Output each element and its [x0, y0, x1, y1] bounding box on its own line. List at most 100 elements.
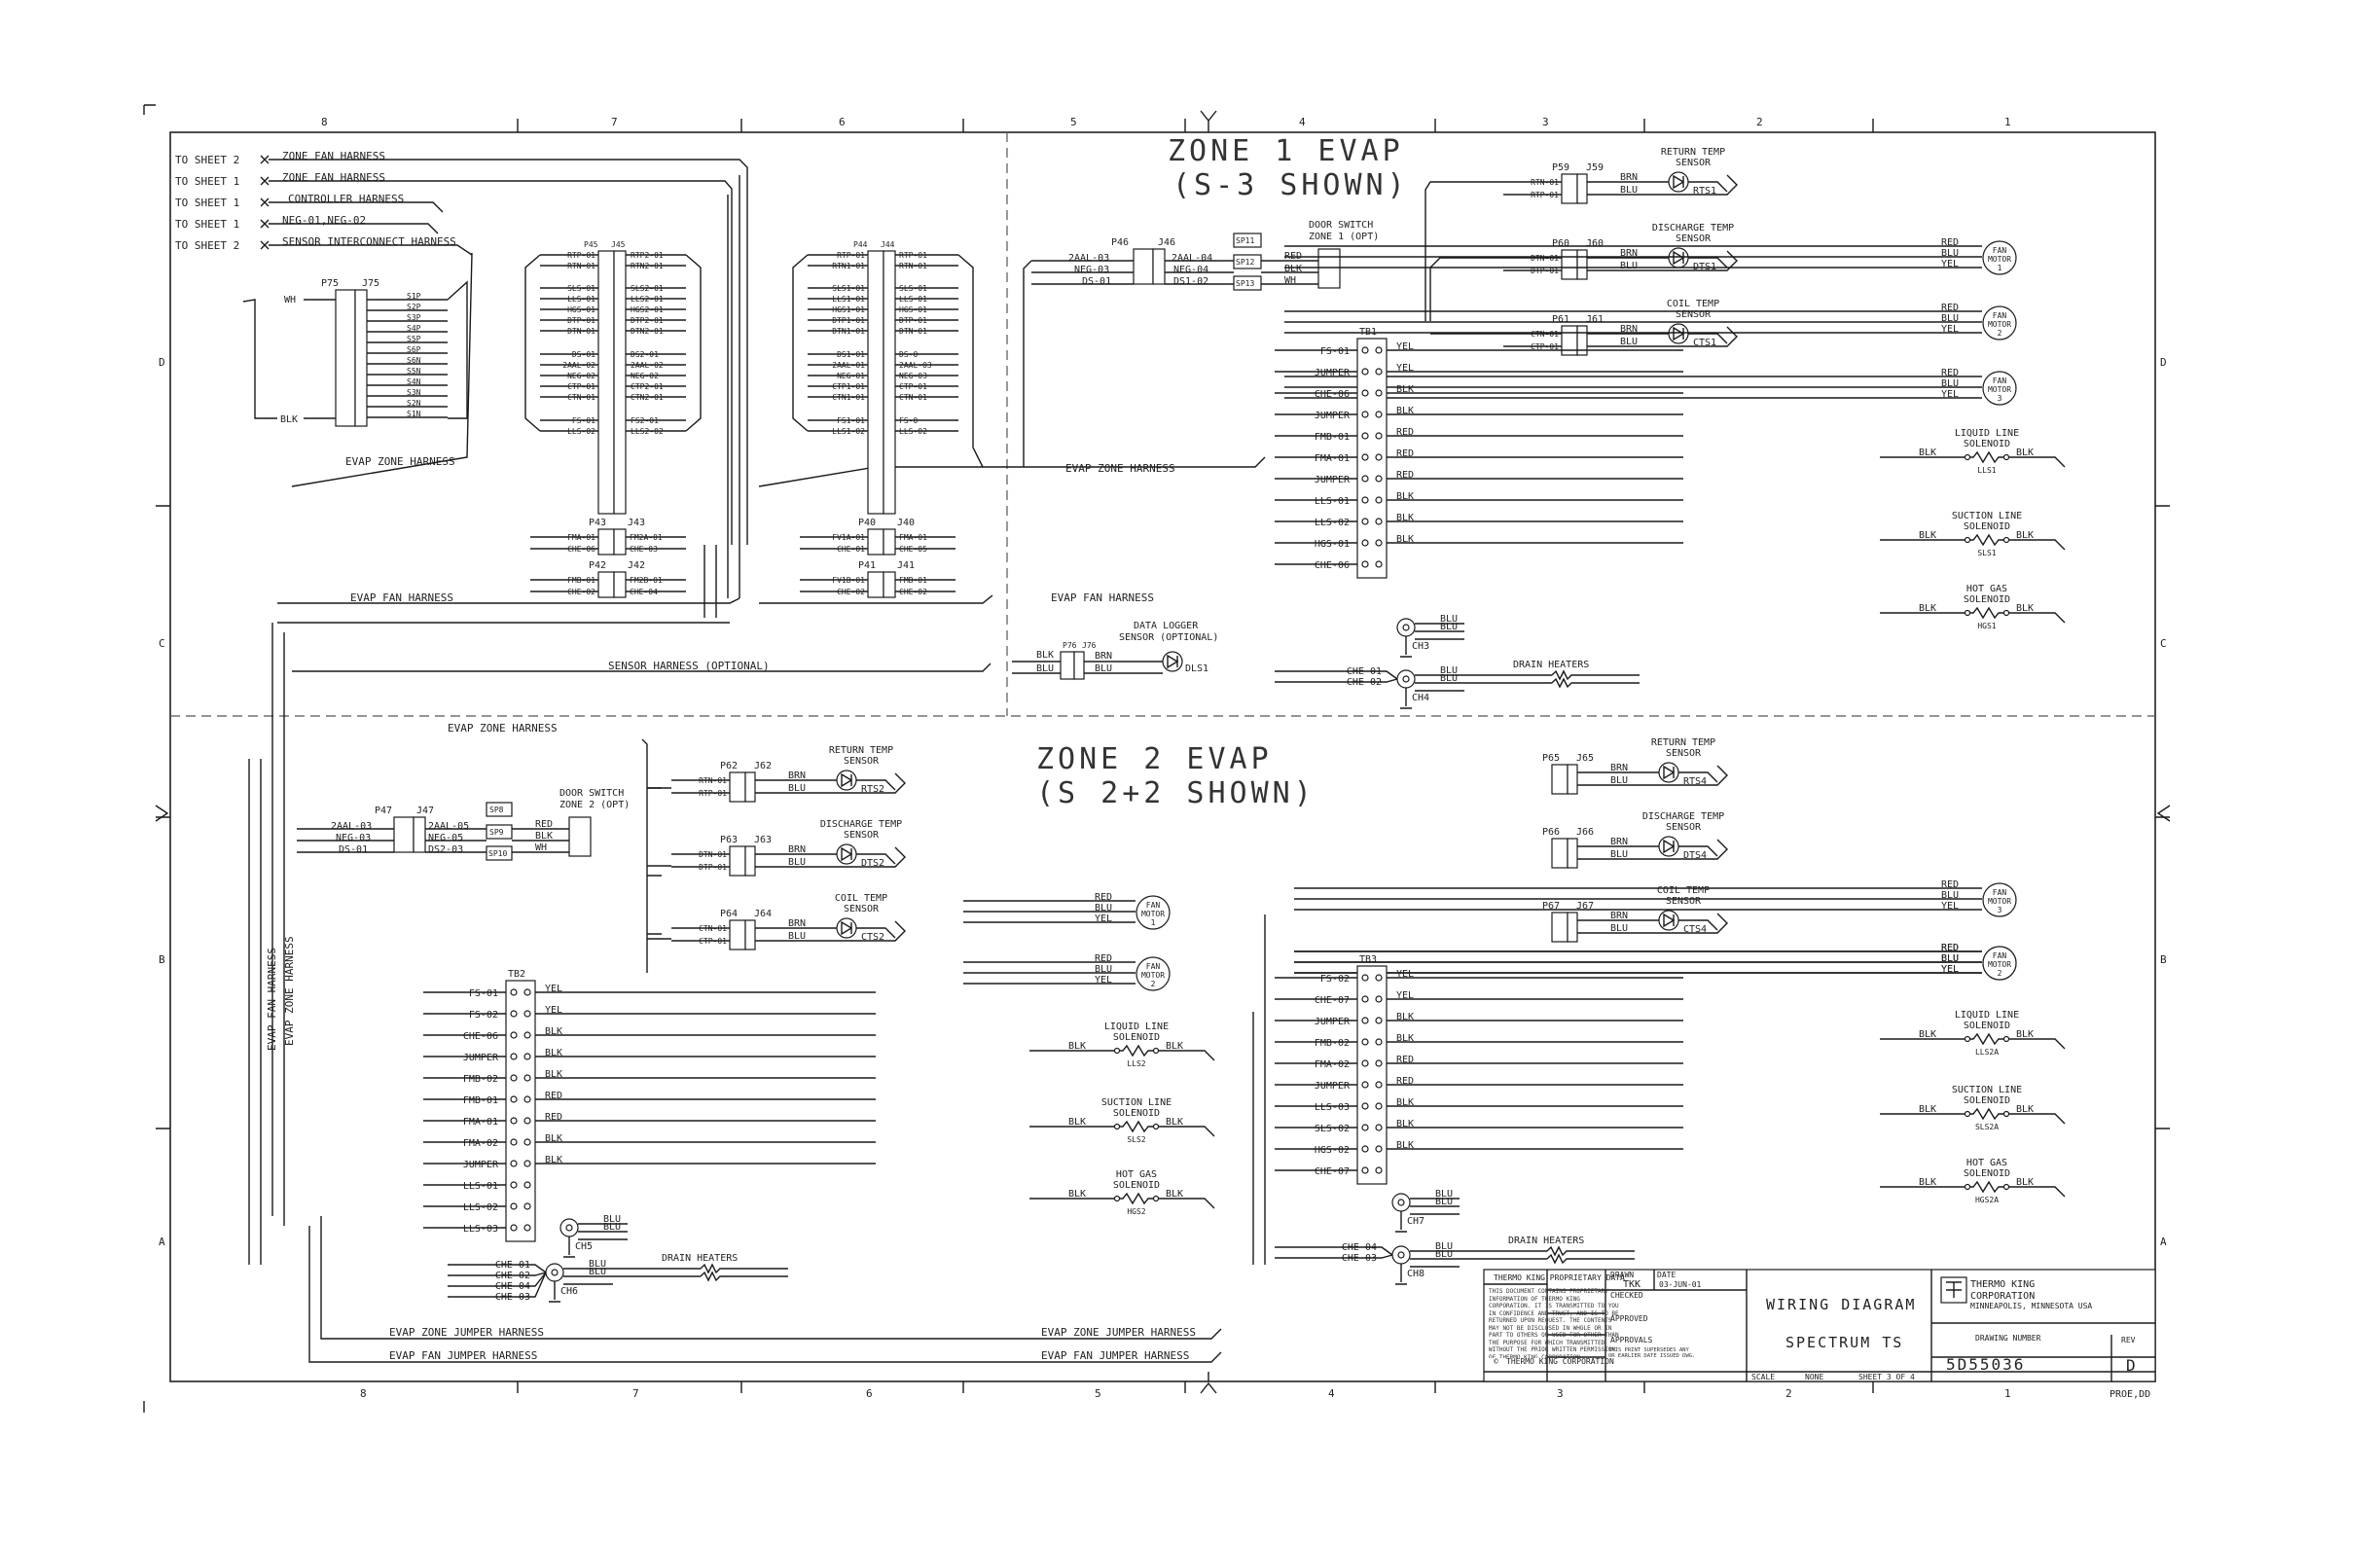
connector-pin-label: HGS2-01	[631, 305, 664, 314]
connector-pin-label: CHE-06	[567, 545, 595, 554]
svg-text:ZONE 1 (OPT): ZONE 1 (OPT)	[1309, 232, 1379, 242]
connector-body	[1576, 173, 1588, 204]
terminal-screw-icon	[1375, 475, 1383, 483]
svg-text:SP12: SP12	[1236, 258, 1254, 267]
zone1-subtitle: (S-3 SHOWN)	[1172, 168, 1409, 202]
wire	[685, 254, 702, 432]
sensor-id: CTS4	[1683, 924, 1707, 935]
solenoid-title: HOT GAS	[1966, 584, 2007, 594]
j75-pin-label: S2N	[407, 399, 421, 408]
solenoid-wire: BLK	[1166, 1041, 1183, 1052]
wire	[1880, 612, 2066, 624]
wire	[755, 772, 906, 794]
wire	[1880, 456, 2066, 468]
connector-id: P43	[589, 518, 606, 528]
evap-zone-harness-label: EVAP ZONE HARNESS	[448, 722, 558, 735]
connector-pin-label: NEG-02	[631, 372, 659, 380]
wire	[447, 280, 468, 419]
sensor-wire-label: BLU	[788, 857, 806, 868]
sensor-wire-label: BRN	[788, 844, 806, 855]
fan-wire-label: YEL	[1941, 964, 1959, 975]
fan-motor-number: 1	[1998, 264, 2002, 272]
j75-pin-label: S4N	[407, 377, 421, 386]
sensor-wire-label: BLU	[1610, 849, 1628, 860]
connector-pin-label: LLS-01	[899, 295, 927, 304]
solenoid-title: SOLENOID	[1964, 1168, 2010, 1179]
col-number: 2	[1756, 116, 1763, 128]
connector-pin-label: NEG-01	[837, 372, 865, 380]
terminal-screw-icon	[510, 1138, 518, 1146]
connector-pin-label: 2AAL-03	[899, 361, 932, 370]
connector-id: J61	[1586, 314, 1604, 325]
svg-text:03-JUN-01: 03-JUN-01	[1659, 1280, 1702, 1289]
sensor-icon	[836, 770, 857, 791]
connector-pin-label: FM2B-01	[630, 576, 663, 585]
wire	[1577, 839, 1728, 860]
solenoid-wire: BLK	[1919, 1177, 1936, 1188]
drawing-title: WIRING DIAGRAM	[1766, 1296, 1916, 1313]
connector-pin-label: RTP-01	[567, 251, 595, 260]
terminal-row-label: JUMPER	[1315, 475, 1351, 485]
evap-fan-jumper-harness-label: EVAP FAN JUMPER HARNESS	[1041, 1349, 1189, 1362]
sheet-link-harness: CONTROLLER HARNESS	[288, 193, 404, 205]
sensor-title: SENSOR	[844, 830, 880, 841]
fan-motor-label: FAN	[1993, 888, 2007, 897]
terminal-screw-icon	[523, 1095, 531, 1103]
connector-body	[597, 571, 615, 598]
harness-runs	[277, 252, 992, 672]
sensor-id: RTS1	[1693, 186, 1716, 197]
connector-pin-label: FV1B-01	[832, 576, 865, 585]
sensor-title: SENSOR	[1676, 233, 1712, 244]
connector-body	[1576, 325, 1588, 356]
connector-pin-label: CTN1-01	[832, 393, 865, 402]
heater-connector-icon	[1402, 675, 1410, 683]
terminal-out-wire: BLK	[1396, 1119, 1414, 1129]
center-arrow-left	[155, 805, 169, 822]
col-number: 5	[1070, 116, 1077, 128]
terminal-screw-icon	[1375, 539, 1383, 547]
sensor-wire-label: BLU	[1620, 185, 1638, 196]
connector-pin-label: FMB-01	[567, 576, 595, 585]
svg-text:WH: WH	[284, 295, 296, 305]
wire	[1678, 919, 1718, 931]
terminal-screw-icon	[1361, 475, 1369, 483]
sensor-icon	[836, 917, 857, 939]
svg-text:P47: P47	[375, 806, 392, 816]
svg-text:BLK: BLK	[1284, 264, 1302, 274]
connector-id: J40	[897, 518, 915, 528]
terminal-screw-icon	[1361, 518, 1369, 525]
terminal-screw-icon	[523, 1160, 531, 1167]
solenoid-id: SLS2	[1127, 1135, 1145, 1144]
terminal-screw-icon	[510, 1031, 518, 1039]
connector-pin-label: SLS1-01	[832, 284, 865, 293]
connector-pin-label: RTN-01	[567, 262, 595, 270]
solenoid-coil-icon	[1117, 1192, 1156, 1205]
svg-text:PROE,DD: PROE,DD	[2110, 1389, 2150, 1400]
svg-text:BRN: BRN	[1095, 651, 1112, 662]
connector-pin-label: DTP-01	[899, 316, 927, 325]
sensor-wire-label: BRN	[1610, 911, 1628, 921]
wire	[1678, 771, 1718, 783]
connector-body	[597, 528, 615, 555]
svg-text:P75: P75	[321, 278, 339, 289]
wire	[1880, 1038, 2066, 1050]
fan-wire-label: BLU	[1941, 953, 1959, 964]
drain-heater-resistor-icon	[700, 1271, 788, 1282]
solenoid-terminal-icon	[1964, 536, 1971, 544]
terminal-row-label: JUMPER	[1315, 1017, 1351, 1027]
sensor-title: SENSOR	[1666, 748, 1702, 759]
terminal-screw-icon	[510, 1224, 518, 1232]
row-letter: D	[2160, 356, 2167, 369]
connector-pin-label: CHE-02	[567, 588, 595, 596]
svg-text:NONE: NONE	[1805, 1373, 1823, 1381]
fan-wire-label: BLU	[1095, 903, 1112, 914]
terminal-screw-icon	[1375, 1102, 1383, 1110]
wire	[1395, 1264, 1407, 1285]
connector-pin-label: DTN2-01	[631, 327, 664, 336]
sensor-title: DISCHARGE TEMP	[1642, 811, 1724, 822]
terminal-out-wire: RED	[545, 1112, 562, 1123]
connector-pin-label: RTP-01	[837, 251, 865, 260]
solenoid-coil-icon	[1967, 450, 2006, 464]
terminal-screw-icon	[1361, 1017, 1369, 1024]
terminal-out-wire: BLK	[545, 1133, 562, 1144]
